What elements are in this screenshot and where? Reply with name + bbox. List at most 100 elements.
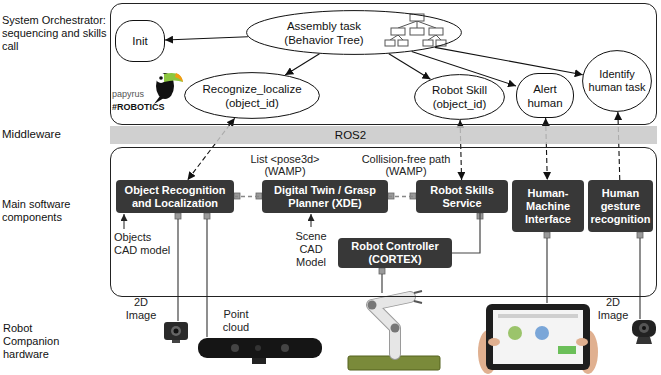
- input-arrow: [123, 214, 124, 229]
- wire: [381, 274, 382, 293]
- node-text: ROS2: [335, 128, 366, 142]
- annotation-label: Robot Companion hardware: [3, 322, 75, 361]
- connector: [389, 54, 431, 79]
- component-box: Digital Twin / Grasp Planner (XDE): [262, 180, 388, 213]
- node-text: Object Recognition and Localization: [120, 184, 230, 210]
- annotation-label: Scene CAD Model: [290, 230, 332, 269]
- screen-bar: [498, 314, 578, 318]
- component-box: Human-Machine Interface: [512, 180, 584, 232]
- robot-arm-icon: [348, 291, 440, 370]
- tree-box: [385, 40, 395, 46]
- bird-beak: [164, 73, 183, 82]
- node-text: Digital Twin / Grasp Planner (XDE): [266, 184, 384, 210]
- annotation-label: Point cloud: [213, 308, 259, 334]
- task-rounded-box: Alert human: [516, 73, 574, 118]
- sensor-lens: [255, 345, 261, 351]
- robot-joint: [368, 301, 377, 310]
- connector: [165, 37, 248, 40]
- tree-link: [417, 21, 436, 28]
- connector: [452, 213, 480, 253]
- webcam-lens: [642, 326, 646, 330]
- layer-heading: Middleware: [2, 127, 108, 141]
- sensor-stand: [252, 358, 266, 364]
- component-box: Object Recognition and Localization: [116, 180, 234, 213]
- ellipse-outline: [415, 75, 505, 120]
- ellipse-outline: [246, 10, 462, 55]
- screen-icon: [535, 326, 549, 340]
- tree-link: [428, 35, 436, 40]
- sensor-lens: [281, 344, 289, 352]
- camera-icon: [164, 322, 188, 343]
- tree-link: [398, 21, 417, 28]
- screen-button: [558, 346, 576, 354]
- connector: [618, 112, 620, 180]
- wire: [206, 219, 207, 337]
- robot-gripper: [414, 291, 422, 303]
- annotation-label: Objects CAD model: [114, 231, 174, 257]
- tree-link: [436, 35, 441, 40]
- task-ellipse: Robot Skill (object_id): [414, 74, 505, 120]
- port: [544, 232, 550, 238]
- connector: [388, 196, 416, 198]
- component-box: Robot Skills Service: [416, 180, 508, 213]
- component-box: Robot Controller (CORTEX): [338, 238, 452, 268]
- depth-sensor-icon: [198, 338, 322, 364]
- ellipse-outline: [184, 72, 320, 119]
- ellipse-outline: [185, 73, 320, 119]
- logo-text: papyrus: [112, 89, 152, 100]
- node-text: Assembly task (Behavior Tree): [276, 19, 372, 47]
- tablet-screen: [493, 310, 583, 364]
- connector: [285, 54, 319, 75]
- thumb: [488, 338, 500, 346]
- wire: [546, 238, 547, 303]
- webcam-lens: [639, 323, 649, 333]
- node-text: Identify human task: [586, 68, 648, 94]
- port: [175, 213, 181, 219]
- wire: [639, 238, 640, 319]
- bird-beak-tip: [175, 73, 183, 82]
- tree-box: [429, 28, 443, 35]
- tree-box: [398, 40, 408, 46]
- node-text: Recognize_localize (object_id): [198, 82, 306, 110]
- annotation-label: 2D Image: [124, 296, 158, 322]
- edge-label: List <pose3d> (WAMP): [244, 153, 326, 177]
- sensor-body: [198, 338, 322, 358]
- wire: [177, 219, 178, 321]
- camera-lens: [171, 326, 181, 336]
- camera-body: [164, 322, 188, 340]
- middleware-band: MiddlewareROS2: [110, 126, 657, 144]
- robot-joint: [391, 324, 400, 333]
- component-box: Human gesture recognition: [588, 180, 653, 232]
- port: [637, 232, 643, 238]
- logo-bird: [154, 73, 183, 104]
- tree-link: [390, 35, 398, 40]
- tree-link: [398, 35, 403, 40]
- annotation-label: 2D Image: [596, 296, 630, 322]
- bird-eye: [159, 76, 163, 80]
- connector: [412, 52, 516, 86]
- ellipse-outline: [583, 51, 652, 112]
- camera-stand: [172, 340, 180, 343]
- port: [379, 268, 385, 274]
- tablet-frame: [486, 304, 590, 370]
- node-text: Robot Controller (CORTEX): [342, 240, 448, 266]
- port: [204, 213, 210, 219]
- screen-icon: [508, 326, 522, 340]
- connector: [234, 196, 262, 198]
- webcam-base: [636, 337, 652, 344]
- node-text: Robot Skill (object_id): [424, 83, 496, 111]
- webcam-body: [632, 320, 656, 337]
- node-text: Alert human: [519, 82, 571, 110]
- connector: [435, 47, 583, 74]
- tablet-icon: [478, 304, 598, 374]
- sensor-lens: [231, 344, 239, 352]
- robot-link: [372, 297, 410, 354]
- thumb: [576, 338, 588, 346]
- layer-panel: System Orchestrator: sequencing and skil…: [110, 3, 657, 125]
- node-text: Human gesture recognition: [590, 187, 651, 226]
- logo-text: #ROBOTICS: [112, 102, 174, 113]
- node-text: Robot Skills Service: [420, 184, 504, 210]
- layer-heading: System Orchestrator: sequencing and skil…: [2, 14, 108, 53]
